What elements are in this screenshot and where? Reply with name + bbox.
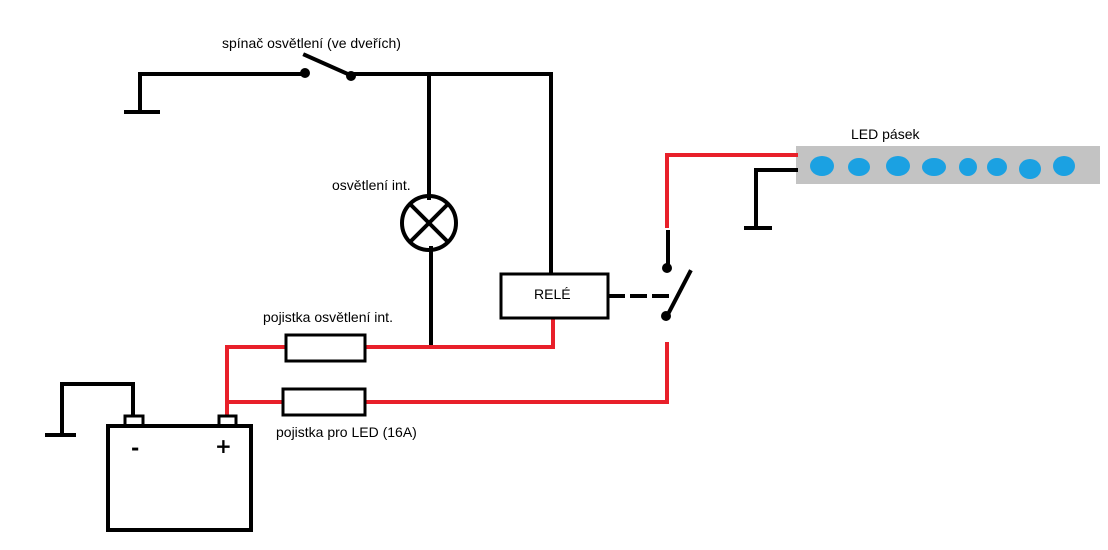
fuse-interior-out-wire bbox=[363, 318, 555, 349]
relay-label: RELÉ bbox=[534, 286, 571, 302]
fuse-interior bbox=[284, 333, 367, 363]
led-dot bbox=[886, 156, 910, 176]
battery-ground-wire bbox=[60, 382, 135, 437]
relay-contact-terminal-top bbox=[662, 263, 672, 273]
led-ground-wire bbox=[754, 168, 798, 230]
led-dot bbox=[1053, 156, 1075, 176]
black-wires bbox=[45, 52, 798, 437]
relay-box bbox=[499, 272, 610, 320]
battery-minus-label: - bbox=[131, 436, 139, 460]
led-dot bbox=[1019, 159, 1041, 179]
led-dot bbox=[987, 158, 1007, 176]
door-switch-terminal bbox=[346, 71, 356, 81]
battery-positive-wire bbox=[225, 345, 288, 418]
led-dots bbox=[810, 156, 1075, 179]
led-strip bbox=[796, 146, 1100, 184]
door-switch-terminal bbox=[300, 68, 310, 78]
fuse-led bbox=[281, 387, 367, 417]
led-strip-label: LED pásek bbox=[851, 126, 920, 142]
battery bbox=[106, 424, 253, 532]
relay-contact-terminal-bottom bbox=[661, 311, 671, 321]
interior-light-lamp bbox=[400, 194, 458, 252]
led-dot bbox=[810, 156, 834, 176]
led-dot bbox=[922, 158, 946, 176]
fuse-led-label: pojistka pro LED (16A) bbox=[276, 424, 417, 440]
led-dot bbox=[959, 158, 977, 176]
door-switch-label: spínač osvětlení (ve dveřích) bbox=[222, 35, 401, 51]
fuse-led-out-wire bbox=[363, 342, 669, 404]
ground-wire-top-left bbox=[138, 72, 306, 114]
led-dot bbox=[848, 158, 870, 176]
interior-light-label: osvětlení int. bbox=[332, 177, 411, 193]
door-switch-blade bbox=[302, 52, 353, 78]
red-wires bbox=[225, 153, 798, 418]
led-feed-wire bbox=[665, 153, 798, 228]
fuse-interior-label: pojistka osvětlení int. bbox=[263, 309, 393, 325]
battery-plus-label: + bbox=[215, 434, 232, 458]
relay-contact-blade bbox=[663, 269, 693, 321]
